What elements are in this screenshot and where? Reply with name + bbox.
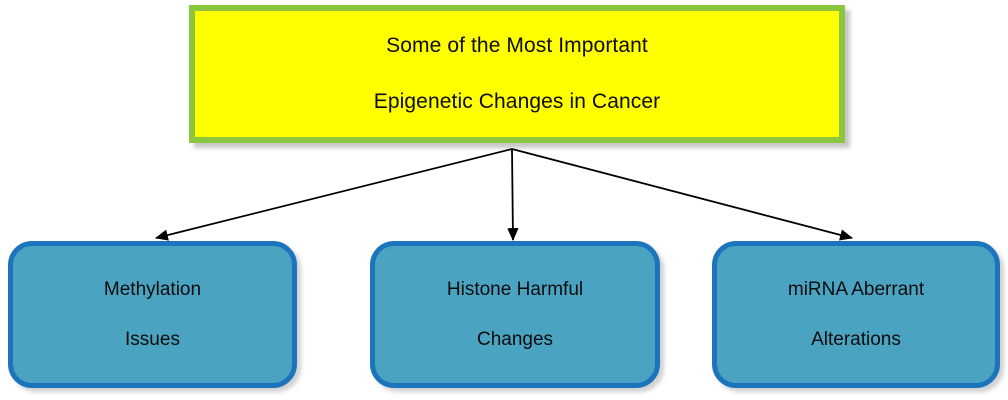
histone-node[interactable]: Histone Harmful Changes (370, 241, 660, 388)
histone-node-line-1: Histone Harmful (446, 278, 584, 300)
root-node-line-1: Some of the Most Important (386, 34, 648, 57)
methylation-node-line-2: Issues (125, 328, 180, 350)
root-node-line-2: Epigenetic Changes in Cancer (373, 90, 661, 113)
connector-to-mirna (511, 148, 854, 241)
histone-node-line-2: Changes (476, 328, 554, 350)
methylation-node[interactable]: Methylation Issues (8, 241, 297, 388)
mirna-node-line-1: miRNA Aberrant (787, 278, 925, 300)
mirna-node-line-2: Alterations (811, 328, 901, 350)
connector-to-methylation (154, 148, 513, 241)
methylation-node-line-1: Methylation (103, 278, 202, 300)
connector-to-histone (507, 148, 519, 242)
root-node[interactable]: Some of the Most Important Epigenetic Ch… (189, 5, 845, 143)
mirna-node[interactable]: miRNA Aberrant Alterations (712, 241, 1000, 388)
